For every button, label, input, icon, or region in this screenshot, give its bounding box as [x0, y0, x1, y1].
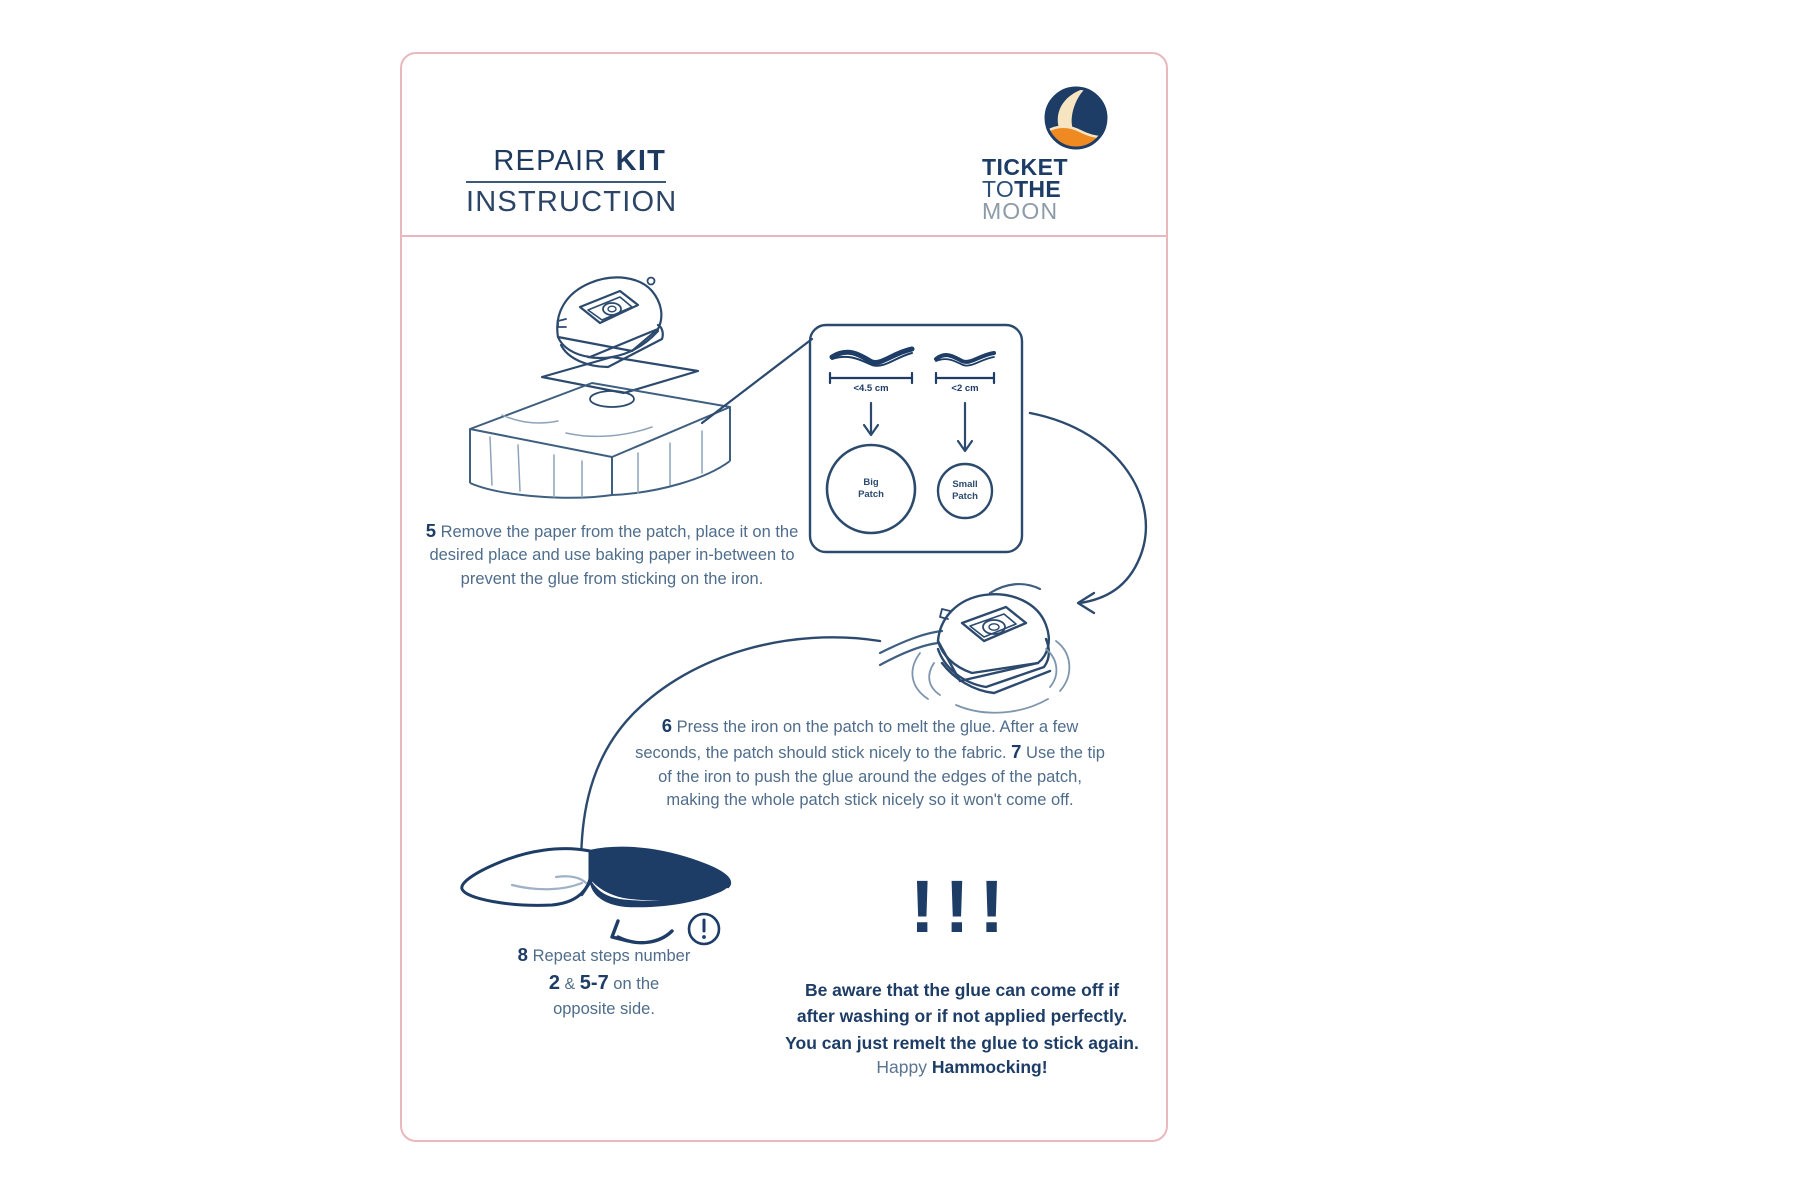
instruction-card: REPAIR KIT INSTRUCTION — [400, 52, 1168, 1142]
iron-pressing-with-motion-lines-illustration — [878, 579, 1100, 729]
step-6-7-text: 6 Press the iron on the patch to melt th… — [630, 713, 1110, 813]
warning-block: !!! Be aware that the glue can come off … — [762, 865, 1162, 1078]
big-patch-label-line2: Patch — [858, 488, 884, 500]
warning-line-2: after washing or if not applied perfectl… — [796, 1006, 1128, 1027]
title-line-repair-kit: REPAIR KIT — [466, 146, 666, 176]
step-6-number: 6 — [661, 715, 672, 736]
page-title: REPAIR KIT INSTRUCTION — [466, 146, 678, 219]
step-5-body: Remove the paper from the patch, place i… — [429, 523, 799, 588]
warning-line-3: You can just remelt the glue to stick ag… — [785, 1032, 1139, 1053]
card-header: REPAIR KIT INSTRUCTION — [402, 54, 1166, 237]
brand-the: THE — [1014, 176, 1061, 203]
brand-line-tothe: TOTHE — [981, 176, 1068, 203]
step-8-text: 8 Repeat steps number 2 & 5-7 on the opp… — [464, 942, 744, 1022]
exclamation-marks: !!! — [910, 865, 1014, 948]
brand-to: TO — [981, 176, 1015, 203]
small-patch-circle-label: Small Patch — [930, 479, 1000, 503]
happy-normal: Happy — [876, 1056, 932, 1077]
patch-size-selector: <4.5 cm <2 cm Big Patch Small Patch — [808, 323, 1024, 554]
brand-wordmark: TICKET TOTHE MOON — [981, 154, 1068, 225]
small-patch-label-line1: Small — [952, 479, 978, 490]
big-patch-label-line1: Big — [863, 477, 879, 488]
happy-hammocking-text: Happy Hammocking! — [762, 1057, 1162, 1078]
card-body: <4.5 cm <2 cm Big Patch Small Patch — [402, 237, 1166, 1142]
step-8-tail-b: opposite side. — [553, 999, 655, 1018]
fabric-flip-illustration — [440, 837, 740, 947]
big-patch-circle-label: Big Patch — [821, 477, 921, 501]
step-5-number: 5 — [425, 520, 436, 541]
step-8-tail-a: on the — [613, 974, 660, 993]
iron-over-ironing-table-illustration — [462, 247, 792, 499]
big-patch-size-label: <4.5 cm — [853, 383, 889, 394]
title-line-instruction: INSTRUCTION — [466, 186, 678, 219]
step-7-body: Use the tip of the iron to push the glue… — [658, 744, 1105, 810]
brand-logo: TICKET TOTHE MOON — [950, 84, 1110, 224]
curved-arrow-patchbox-to-iron — [1002, 407, 1182, 627]
step-7-number: 7 — [1011, 741, 1022, 763]
connector-line-table-to-patchbox — [700, 327, 832, 437]
small-patch-label-line2: Patch — [952, 490, 978, 502]
step-6-body: Press the iron on the patch to melt the … — [635, 718, 1079, 763]
exclamation-circle-icon — [687, 912, 721, 946]
warning-text: Be aware that the glue can come off if a… — [762, 977, 1162, 1056]
step-8-ref-2: 5-7 — [579, 971, 609, 994]
step-8-ampersand: & — [564, 975, 576, 993]
title-kit: KIT — [615, 145, 666, 177]
warning-line-1: Be aware that the glue can come off if — [804, 980, 1120, 1000]
step-8-ref-1: 2 — [548, 971, 560, 994]
crescent-moon-icon — [1042, 84, 1110, 152]
brand-line-ticket: TICKET — [981, 154, 1068, 180]
small-patch-size-label: <2 cm — [951, 383, 979, 394]
happy-bold: Hammocking! — [931, 1056, 1048, 1077]
title-underline — [466, 181, 666, 184]
brand-line-moon: MOON — [981, 198, 1059, 225]
step-5-text: 5 Remove the paper from the patch, place… — [422, 518, 802, 591]
step-8-lead: Repeat steps number — [532, 947, 691, 965]
title-repair: REPAIR — [493, 145, 616, 177]
step-8-number: 8 — [517, 944, 528, 965]
